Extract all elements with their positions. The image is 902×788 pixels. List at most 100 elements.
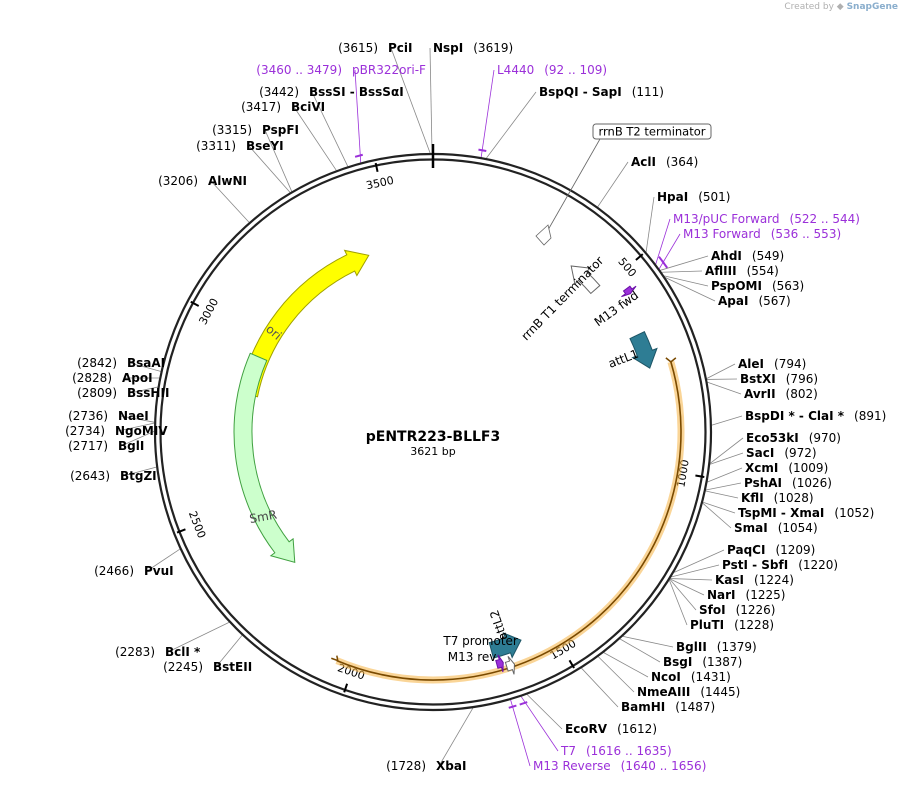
site-name-bsssi[interactable]: BssSI - BssSαI bbox=[309, 85, 404, 99]
site-name-ecorv[interactable]: EcoRV bbox=[565, 722, 608, 736]
site-name-pshai[interactable]: PshAI bbox=[744, 476, 782, 490]
callout-rrnb-t2[interactable]: rrnB T2 terminator bbox=[599, 125, 706, 139]
site-name-bsteii[interactable]: BstEII bbox=[213, 660, 252, 674]
site-m13fwd[interactable]: M13 Forward(536 .. 553) bbox=[683, 227, 841, 241]
feature-m13-fwd[interactable] bbox=[621, 285, 637, 298]
site-nspi[interactable]: NspI(3619) bbox=[433, 41, 513, 55]
site-name-pcii[interactable]: PciI bbox=[388, 41, 413, 55]
site-nari[interactable]: NarI(1225) bbox=[707, 588, 785, 602]
site-ecorv[interactable]: EcoRV(1612) bbox=[565, 722, 657, 736]
site-bspqi[interactable]: BspQI - SapI(111) bbox=[539, 85, 664, 99]
site-name-hpai[interactable]: HpaI bbox=[657, 190, 688, 204]
site-btgzi[interactable]: BtgZI(2643) bbox=[70, 469, 157, 483]
site-alei[interactable]: AleI(794) bbox=[738, 357, 806, 371]
site-bsssi[interactable]: BssSI - BssSαI(3442) bbox=[259, 85, 404, 99]
site-pbr322[interactable]: pBR322ori-F(3460 .. 3479) bbox=[256, 63, 426, 77]
feature-smr[interactable] bbox=[233, 352, 296, 564]
site-bgli[interactable]: BglI(2717) bbox=[68, 439, 144, 453]
site-kfli[interactable]: KflI(1028) bbox=[741, 491, 814, 505]
site-m13rev[interactable]: M13 Reverse(1640 .. 1656) bbox=[533, 759, 706, 773]
site-name-l4440[interactable]: L4440 bbox=[497, 63, 534, 77]
site-name-bsaai[interactable]: BsaAI bbox=[127, 356, 165, 370]
site-name-acli[interactable]: AclI bbox=[631, 155, 656, 169]
site-xcmi[interactable]: XcmI(1009) bbox=[745, 461, 828, 475]
site-name-sfoi[interactable]: SfoI bbox=[699, 603, 726, 617]
feature-rrnb-t1-terminator[interactable] bbox=[570, 265, 601, 295]
site-name-nari[interactable]: NarI bbox=[707, 588, 736, 602]
site-name-bstxi[interactable]: BstXI bbox=[740, 372, 776, 386]
site-name-apoi[interactable]: ApoI bbox=[122, 371, 153, 385]
site-name-btgzi[interactable]: BtgZI bbox=[120, 469, 157, 483]
site-ncoi[interactable]: NcoI(1431) bbox=[651, 670, 731, 684]
site-pshai[interactable]: PshAI(1026) bbox=[744, 476, 832, 490]
feature-t7-promoter[interactable] bbox=[504, 655, 515, 675]
site-name-alei[interactable]: AleI bbox=[738, 357, 764, 371]
site-name-bspqi[interactable]: BspQI - SapI bbox=[539, 85, 622, 99]
feature-attl2[interactable] bbox=[488, 632, 522, 659]
site-name-eco53ki[interactable]: Eco53kI bbox=[746, 431, 799, 445]
site-bseyi[interactable]: BseYI(3311) bbox=[196, 139, 284, 153]
site-naei[interactable]: NaeI(2736) bbox=[68, 409, 149, 423]
site-bstxi[interactable]: BstXI(796) bbox=[740, 372, 818, 386]
site-bsaai[interactable]: BsaAI(2842) bbox=[77, 356, 165, 370]
site-bsteii[interactable]: BstEII(2245) bbox=[163, 660, 252, 674]
site-acli[interactable]: AclI(364) bbox=[631, 155, 698, 169]
site-name-tspmi[interactable]: TspMI - XmaI bbox=[738, 506, 824, 520]
site-pvui[interactable]: PvuI(2466) bbox=[94, 564, 174, 578]
site-name-naei[interactable]: NaeI bbox=[118, 409, 149, 423]
site-avrii[interactable]: AvrII(802) bbox=[744, 387, 818, 401]
site-saci[interactable]: SacI(972) bbox=[746, 446, 817, 460]
site-pspfi[interactable]: PspFI(3315) bbox=[212, 123, 299, 137]
site-name-nmeaiii[interactable]: NmeAIII bbox=[637, 685, 690, 699]
site-name-m13fwd[interactable]: M13 Forward bbox=[683, 227, 761, 241]
site-name-ahdi[interactable]: AhdI bbox=[711, 249, 742, 263]
site-apoi[interactable]: ApoI(2828) bbox=[72, 371, 153, 385]
site-name-paqci[interactable]: PaqCI bbox=[727, 543, 765, 557]
site-bclii[interactable]: BclI *(2283) bbox=[115, 645, 201, 659]
site-eco53ki[interactable]: Eco53kI(970) bbox=[746, 431, 841, 445]
site-bamhi[interactable]: BamHI(1487) bbox=[621, 700, 715, 714]
site-name-apai[interactable]: ApaI bbox=[718, 294, 748, 308]
site-kasi[interactable]: KasI(1224) bbox=[715, 573, 794, 587]
site-ngomiv[interactable]: NgoMIV(2734) bbox=[65, 424, 168, 438]
site-bglii[interactable]: BglII(1379) bbox=[676, 640, 757, 654]
site-name-ngomiv[interactable]: NgoMIV bbox=[115, 424, 168, 438]
site-name-pvui[interactable]: PvuI bbox=[144, 564, 174, 578]
site-name-smai[interactable]: SmaI bbox=[734, 521, 768, 535]
site-xbai[interactable]: XbaI(1728) bbox=[386, 759, 466, 773]
site-apai[interactable]: ApaI(567) bbox=[718, 294, 791, 308]
site-sfoi[interactable]: SfoI(1226) bbox=[699, 603, 775, 617]
site-paqci[interactable]: PaqCI(1209) bbox=[727, 543, 815, 557]
site-ahdi[interactable]: AhdI(549) bbox=[711, 249, 784, 263]
site-bsshii[interactable]: BssHII(2809) bbox=[77, 386, 169, 400]
site-name-bsgi[interactable]: BsgI bbox=[663, 655, 692, 669]
site-name-psti[interactable]: PstI - SbfI bbox=[722, 558, 788, 572]
site-name-kasi[interactable]: KasI bbox=[715, 573, 744, 587]
site-name-bseyi[interactable]: BseYI bbox=[246, 139, 284, 153]
site-name-bsshii[interactable]: BssHII bbox=[127, 386, 169, 400]
site-m13puc[interactable]: M13/pUC Forward(522 .. 544) bbox=[673, 212, 860, 226]
site-name-bglii[interactable]: BglII bbox=[676, 640, 707, 654]
site-name-pspfi[interactable]: PspFI bbox=[262, 123, 299, 137]
site-hpai[interactable]: HpaI(501) bbox=[657, 190, 730, 204]
site-name-avrii[interactable]: AvrII bbox=[744, 387, 776, 401]
site-name-pspomi[interactable]: PspOMI bbox=[711, 279, 762, 293]
site-name-m13puc[interactable]: M13/pUC Forward bbox=[673, 212, 780, 226]
site-bsgi[interactable]: BsgI(1387) bbox=[663, 655, 742, 669]
site-nmeaiii[interactable]: NmeAIII(1445) bbox=[637, 685, 740, 699]
site-name-bclii[interactable]: BclI * bbox=[165, 645, 201, 659]
site-name-t7[interactable]: T7 bbox=[560, 744, 576, 758]
site-bspdi[interactable]: BspDI * - ClaI *(891) bbox=[745, 409, 886, 423]
site-t7[interactable]: T7(1616 .. 1635) bbox=[560, 744, 672, 758]
site-name-bspdi[interactable]: BspDI * - ClaI * bbox=[745, 409, 845, 423]
site-pspomi[interactable]: PspOMI(563) bbox=[711, 279, 804, 293]
site-pluti[interactable]: PluTI(1228) bbox=[690, 618, 774, 632]
site-name-bgli[interactable]: BglI bbox=[118, 439, 144, 453]
site-name-m13rev[interactable]: M13 Reverse bbox=[533, 759, 611, 773]
site-aflii[interactable]: AflIII(554) bbox=[705, 264, 779, 278]
site-psti[interactable]: PstI - SbfI(1220) bbox=[722, 558, 838, 572]
site-name-xbai[interactable]: XbaI bbox=[436, 759, 466, 773]
site-name-pbr322[interactable]: pBR322ori-F bbox=[352, 63, 426, 77]
site-name-nspi[interactable]: NspI bbox=[433, 41, 463, 55]
site-l4440[interactable]: L4440(92 .. 109) bbox=[497, 63, 607, 77]
